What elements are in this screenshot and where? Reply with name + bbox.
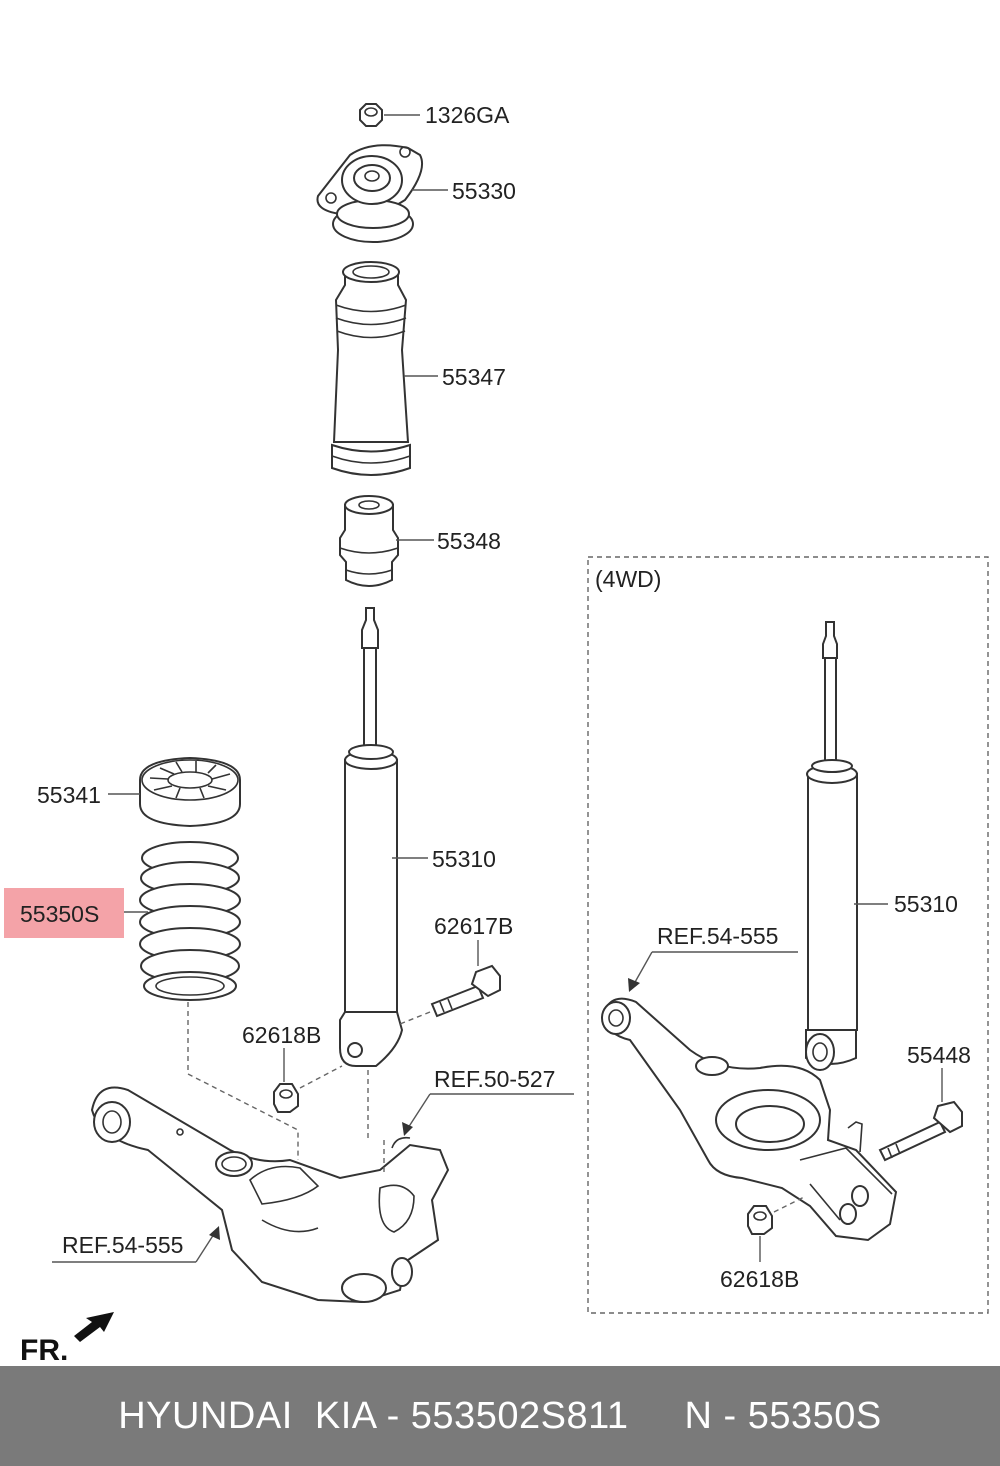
inset-nut-62618b-part (747, 1195, 807, 1262)
ref-54-555-arrowhead (209, 1226, 220, 1240)
label-ref-54-555: REF.54-555 (62, 1232, 183, 1258)
label-62618b: 62618B (242, 1022, 321, 1048)
label-inset-55448: 55448 (907, 1042, 971, 1068)
inset-title: (4WD) (595, 566, 661, 592)
label-55350s: 55350S (20, 901, 99, 927)
inset-shock-absorber-55310-part (805, 621, 888, 1071)
bump-stopper-55348-part (339, 495, 434, 587)
part-highlight (4, 888, 124, 938)
footer-reference-code: N - 55350S (684, 1394, 882, 1437)
strut-mount-55330-part (316, 144, 448, 243)
label-55347: 55347 (442, 364, 506, 390)
inset-lower-arm-part (601, 997, 898, 1242)
spring-pad-55341-part (108, 756, 241, 828)
label-inset-55310: 55310 (894, 891, 958, 917)
coil-spring-55350s-part (124, 841, 299, 1160)
ref-54-555-arrow-line (195, 1233, 215, 1263)
label-55341: 55341 (37, 782, 101, 808)
nut-62618b-part (273, 1048, 343, 1113)
front-direction-arrow-icon (74, 1312, 114, 1342)
lower-arm-knuckle-part (90, 1086, 450, 1304)
ref-50-527-arrow-line (407, 1093, 431, 1129)
ref-50-527-arrowhead (402, 1122, 413, 1136)
dust-cover-55347-part (331, 261, 438, 476)
shock-absorber-55310-part (339, 607, 428, 1140)
label-1326ga: 1326GA (425, 102, 510, 128)
label-55330: 55330 (452, 178, 516, 204)
label-55348: 55348 (437, 528, 501, 554)
label-ref-50-527: REF.50-527 (434, 1066, 555, 1092)
nut-1326ga-part (359, 103, 420, 127)
inset-bolt-55448-part (878, 1068, 963, 1162)
label-inset-62618b: 62618B (720, 1266, 799, 1292)
inset-ref-54-555-arrowhead (628, 978, 640, 992)
label-55310: 55310 (432, 846, 496, 872)
bolt-62617b-part (399, 940, 501, 1025)
footer-brand-part-number: HYUNDAI KIA - 553502S811 (118, 1394, 629, 1437)
label-fr: FR. (20, 1334, 68, 1366)
inset-4wd-frame (587, 556, 989, 1314)
part-number-footer: HYUNDAI KIA - 553502S811 N - 55350S (0, 1366, 1000, 1466)
label-62617b: 62617B (434, 913, 513, 939)
parts-diagram: 1326GA 55330 55347 55348 (4, 102, 989, 1366)
label-inset-ref-54-555: REF.54-555 (657, 923, 778, 949)
inset-ref-54-555-arrow-line (633, 951, 653, 985)
